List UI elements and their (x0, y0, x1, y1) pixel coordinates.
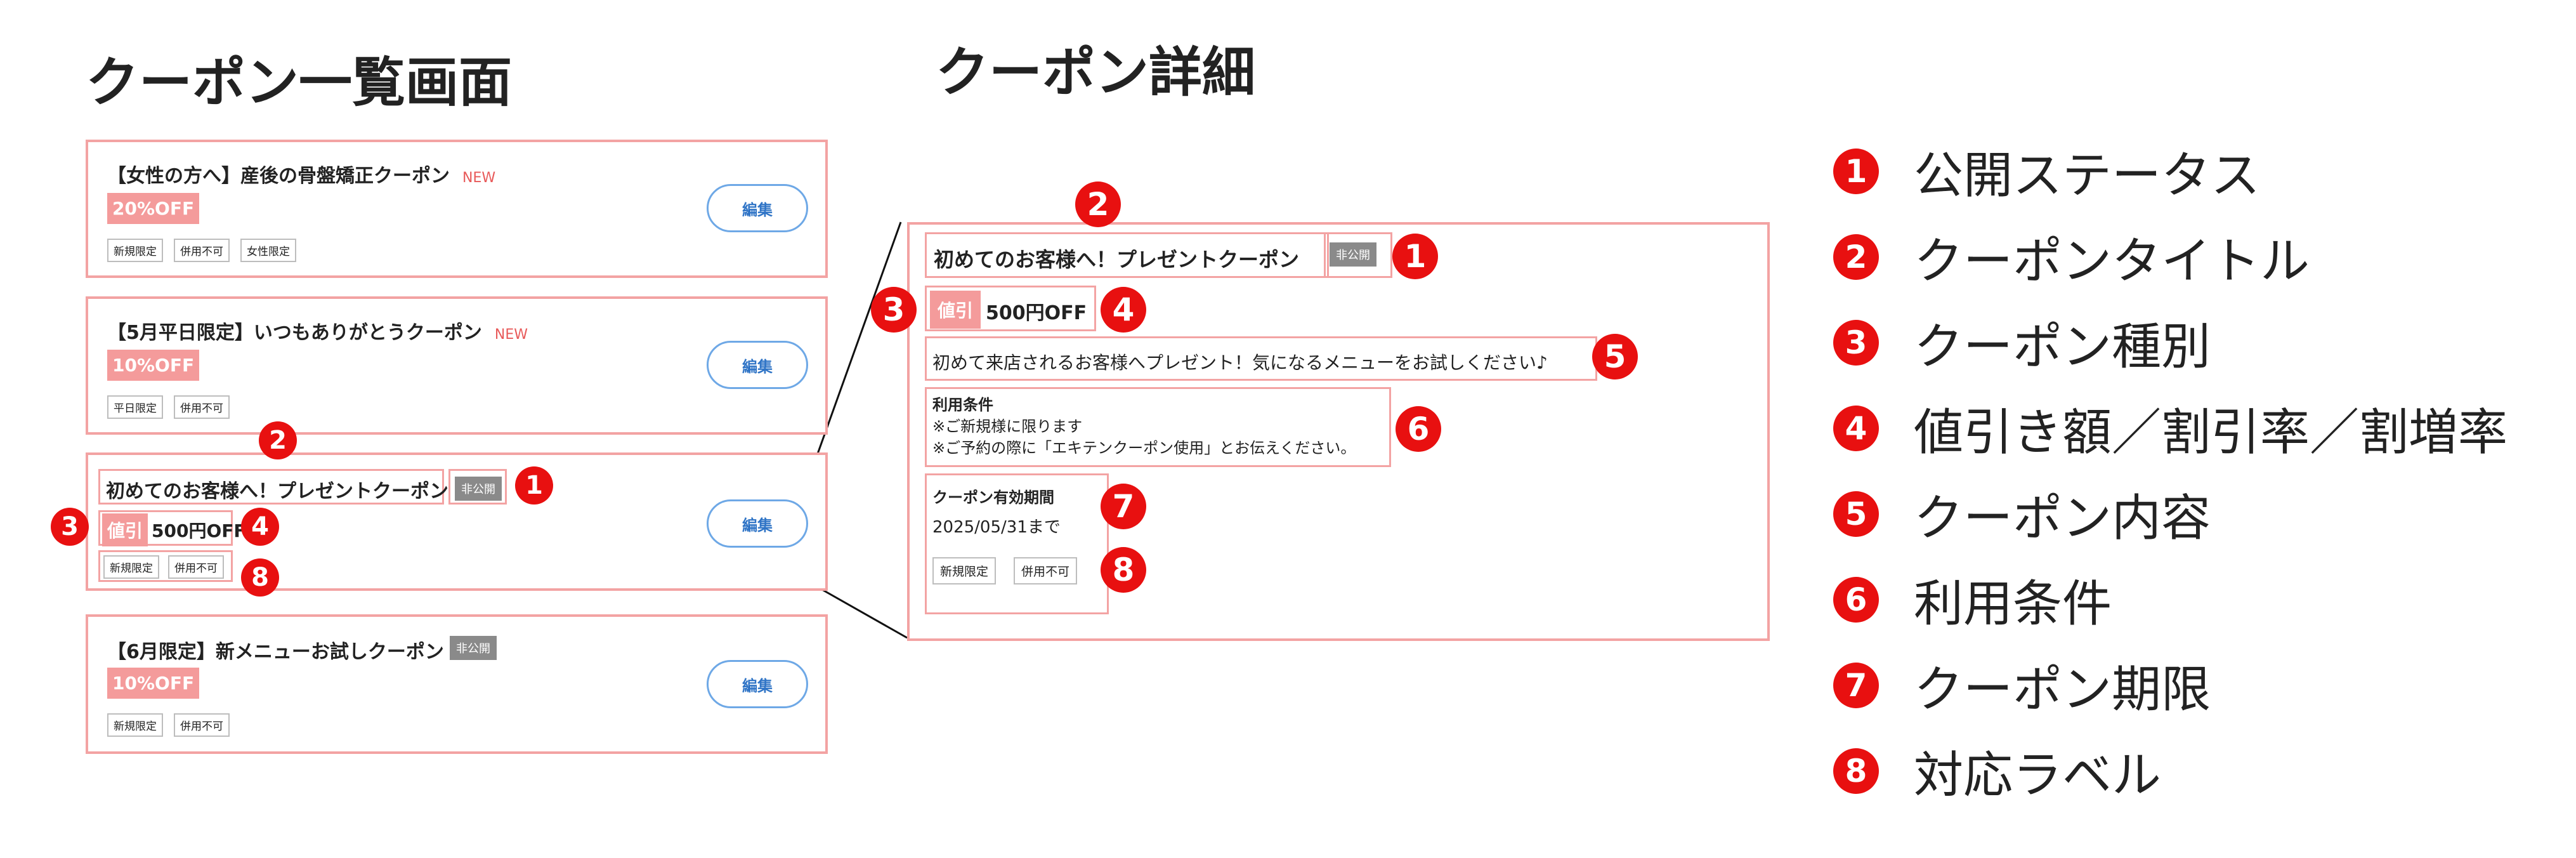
marker-3: 3 (51, 508, 89, 546)
legend-item: 4 値引き額／割引率／割増率 (1833, 400, 2507, 461)
expiry-highlight (925, 473, 1109, 614)
tag: 新規限定 (107, 713, 163, 737)
discount-badge: 10%OFF (107, 668, 200, 699)
discount-type-badge: 値引 (930, 291, 981, 329)
marker-8: 8 (1101, 547, 1146, 593)
list-heading: クーポン一覧画面 (86, 51, 513, 114)
legend-marker: 7 (1833, 663, 1879, 708)
discount-type-badge: 値引 (102, 513, 148, 546)
legend-marker: 5 (1833, 491, 1879, 537)
condition-line-1: ※ご新規様に限ります (932, 418, 1083, 435)
legend-item: 5 クーポン内容 (1833, 485, 2211, 547)
coupon-detail-panel: 初めてのお客様へ！プレゼントクーポン 非公開 値引 500円OFF 初めて来店さ… (907, 222, 1770, 641)
title-highlight (98, 469, 444, 505)
marker-1: 1 (515, 466, 553, 505)
status-badge: 非公開 (1330, 242, 1376, 267)
marker-1: 1 (1392, 234, 1438, 279)
status-highlight (1324, 232, 1392, 278)
tag: 女性限定 (240, 239, 296, 262)
tag: 新規限定 (932, 557, 997, 584)
coupon-title: 【女性の方へ】産後の骨盤矯正クーポン (107, 165, 450, 187)
discount-highlight (98, 510, 233, 546)
edit-button[interactable]: 編集 (707, 184, 808, 232)
coupon-title: 【5月平日限定】いつもありがとうクーポン (107, 322, 482, 344)
legend-item: 6 利用条件 (1833, 571, 2112, 633)
discount-badge: 10%OFF (107, 350, 200, 381)
new-badge: NEW (462, 170, 496, 186)
coupon-card-4[interactable]: 【6月限定】新メニューお試しクーポン 非公開 10%OFF 新規限定 併用不可 … (86, 614, 828, 754)
marker-2: 2 (259, 421, 297, 459)
legend-item: 3 クーポン種別 (1833, 314, 2211, 376)
legend-item: 8 対応ラベル (1833, 742, 2161, 804)
tags-highlight (98, 550, 233, 582)
legend-item: 7 クーポン期限 (1833, 657, 2211, 718)
detail-heading: クーポン詳細 (936, 41, 1256, 103)
edit-button[interactable]: 編集 (707, 660, 808, 708)
marker-3: 3 (871, 287, 917, 333)
discount-amount: 500円OFF (152, 520, 246, 541)
coupon-title-wrap: 【女性の方へ】産後の骨盤矯正クーポン NEW (107, 160, 495, 188)
tag: 併用不可 (174, 395, 230, 419)
expiry-date: 2025/05/31まで (932, 518, 1061, 537)
legend-marker: 1 (1833, 148, 1879, 194)
detail-title: 初めてのお客様へ！プレゼントクーポン (934, 248, 1300, 272)
marker-5: 5 (1592, 334, 1638, 380)
marker-4: 4 (1101, 287, 1146, 333)
marker-6: 6 (1396, 406, 1441, 452)
legend-marker: 4 (1833, 406, 1879, 451)
conditions-label: 利用条件 (932, 396, 993, 414)
coupon-card-1[interactable]: 【女性の方へ】産後の骨盤矯正クーポン NEW 20%OFF 新規限定 併用不可 女… (86, 140, 828, 278)
tag: 平日限定 (107, 395, 163, 419)
coupon-card-2[interactable]: 【5月平日限定】いつもありがとうクーポン NEW 10%OFF 平日限定 併用不可… (86, 296, 828, 435)
legend-label: クーポン内容 (1914, 490, 2211, 547)
marker-4: 4 (241, 508, 279, 546)
title-highlight (925, 232, 1329, 278)
condition-line-2: ※ご予約の際に「エキテンクーポン使用」とお伝えください。 (932, 439, 1356, 457)
legend-label: 値引き額／割引率／割増率 (1914, 404, 2508, 461)
marker-7: 7 (1101, 484, 1146, 529)
legend-marker: 3 (1833, 320, 1879, 366)
discount-amount: 500円OFF (986, 302, 1087, 324)
tag: 併用不可 (168, 555, 224, 579)
coupon-title: 【6月限定】新メニューお試しクーポン (107, 641, 444, 663)
coupon-card-3[interactable]: 初めてのお客様へ！プレゼントクーポン 非公開 値引 500円OFF 新規限定 併… (86, 452, 828, 591)
edit-button[interactable]: 編集 (707, 499, 808, 548)
status-badge: 非公開 (450, 636, 497, 660)
status-badge: 非公開 (455, 477, 502, 501)
coupon-title: 初めてのお客様へ！プレゼントクーポン (106, 480, 448, 503)
tag: 新規限定 (103, 555, 159, 579)
discount-badge: 20%OFF (107, 193, 200, 224)
tag: 併用不可 (174, 713, 230, 737)
legend-marker: 8 (1833, 748, 1879, 794)
discount-highlight (925, 286, 1096, 331)
tag: 新規限定 (107, 239, 163, 262)
legend-label: クーポンタイトル (1914, 233, 2310, 290)
legend-label: クーポン種別 (1914, 319, 2211, 376)
legend-item: 2 クーポンタイトル (1833, 228, 2310, 290)
legend-item: 1 公開ステータス (1833, 143, 2260, 204)
status-highlight (448, 469, 507, 505)
marker-2: 2 (1075, 182, 1121, 227)
coupon-title-wrap: 【5月平日限定】いつもありがとうクーポン NEW (107, 317, 528, 345)
edit-button[interactable]: 編集 (707, 341, 808, 389)
coupon-content: 初めて来店されるお客様へプレゼント！気になるメニューをお試しください♪ (932, 352, 1548, 373)
legend-label: 利用条件 (1914, 576, 2112, 633)
legend-label: 対応ラベル (1914, 747, 2162, 804)
conditions-highlight (925, 387, 1391, 467)
legend-marker: 6 (1833, 577, 1879, 623)
tag: 併用不可 (174, 239, 230, 262)
marker-8: 8 (241, 558, 279, 597)
connector-line-bottom (811, 583, 908, 639)
legend-label: クーポン期限 (1914, 661, 2211, 718)
legend-label: 公開ステータス (1914, 147, 2261, 204)
expiry-label: クーポン有効期間 (932, 489, 1054, 506)
new-badge: NEW (494, 327, 528, 343)
legend-marker: 2 (1833, 234, 1879, 280)
tag: 併用不可 (1014, 557, 1078, 584)
